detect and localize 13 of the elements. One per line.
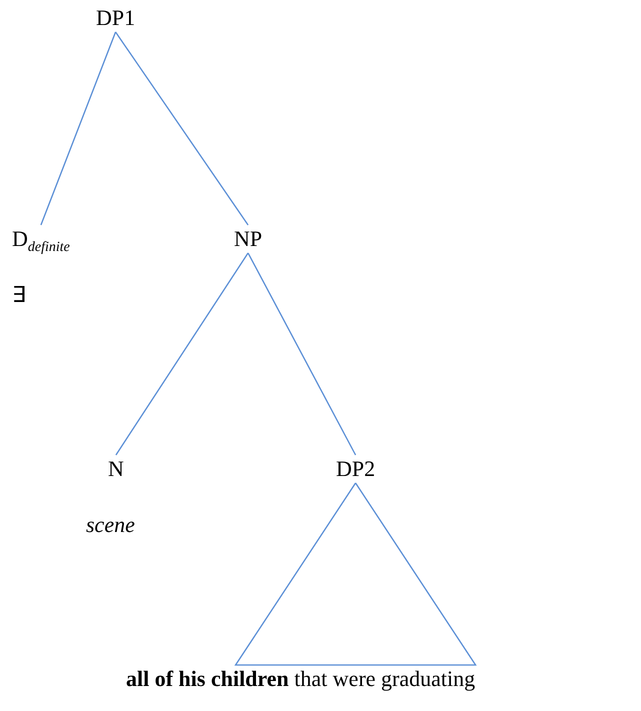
tree-branch-line [115,252,249,456]
tree-node-label: NP [234,226,262,252]
tree-branch-line [248,252,356,456]
tree-branch-line [115,32,249,226]
quantifier-symbol: ∃ [12,282,26,308]
phrase-text: all of his children that were graduating [126,666,476,692]
tree-node-label: DP2 [336,456,376,482]
tree-node-label: D$_{definite}$ [12,226,70,261]
tree-node-label: DP1 [96,5,136,31]
tree-branch-line [40,32,116,226]
tree-node-label: N [108,456,124,482]
triangle-roof-drawing [234,482,477,666]
word-label: scene [86,512,135,538]
